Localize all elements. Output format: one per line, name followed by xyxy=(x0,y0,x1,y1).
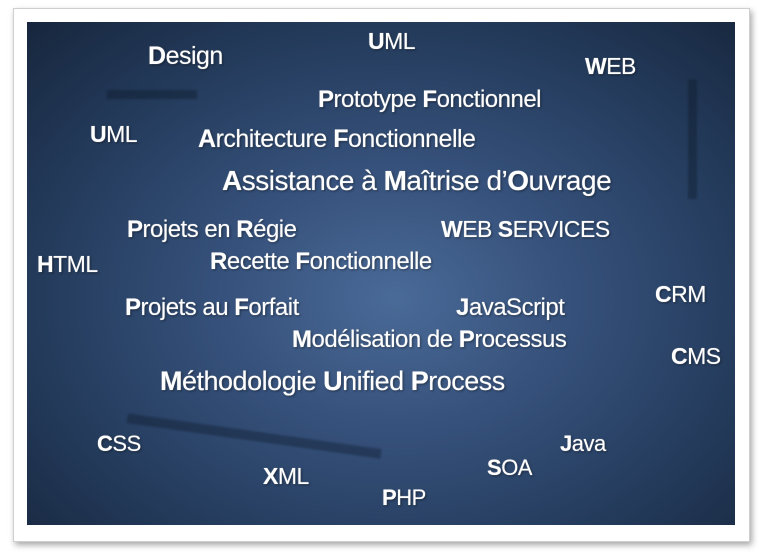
word-java: Java xyxy=(560,431,606,456)
word-web: WEB xyxy=(585,53,636,79)
word-css: CSS xyxy=(97,431,141,456)
word-assistance-moa: Assistance à Maîtrise d’Ouvrage xyxy=(222,165,612,196)
word-soa: SOA xyxy=(487,455,532,480)
ghost-text: ▬▬▬▬ xyxy=(681,79,714,199)
word-web-services: WEB SERVICES xyxy=(441,216,610,242)
word-crm: CRM xyxy=(655,281,706,307)
word-uml-left: UML xyxy=(90,121,138,147)
ghost-text: ▬▬▬ xyxy=(107,83,197,116)
word-uml-top: UML xyxy=(368,28,416,54)
word-html: HTML xyxy=(37,251,98,277)
ghost-text: ▬▬▬▬▬▬▬▬ xyxy=(125,394,385,466)
word-cloud: ▬▬▬ ▬▬▬▬▬▬▬▬ ▬▬▬▬ xyxy=(27,22,735,525)
word-prototype-fonctionnel: Prototype Fonctionnel xyxy=(318,86,542,113)
word-recette-fonctionnelle: Recette Fonctionnelle xyxy=(210,248,432,275)
word-projets-au-forfait: Projets au Forfait xyxy=(125,294,299,321)
word-architecture-fonctionnelle: Architecture Fonctionnelle xyxy=(198,125,476,153)
word-projets-en-regie: Projets en Régie xyxy=(127,216,297,243)
word-xml: XML xyxy=(263,463,309,489)
word-javascript: JavaScript xyxy=(456,294,565,321)
word-methodologie-up: Méthodologie Unified Process xyxy=(160,366,505,396)
word-modelisation-processus: Modélisation de Processus xyxy=(292,326,567,353)
word-cms: CMS xyxy=(671,343,721,369)
word-design: Design xyxy=(148,42,223,70)
word-php: PHP xyxy=(382,485,426,510)
